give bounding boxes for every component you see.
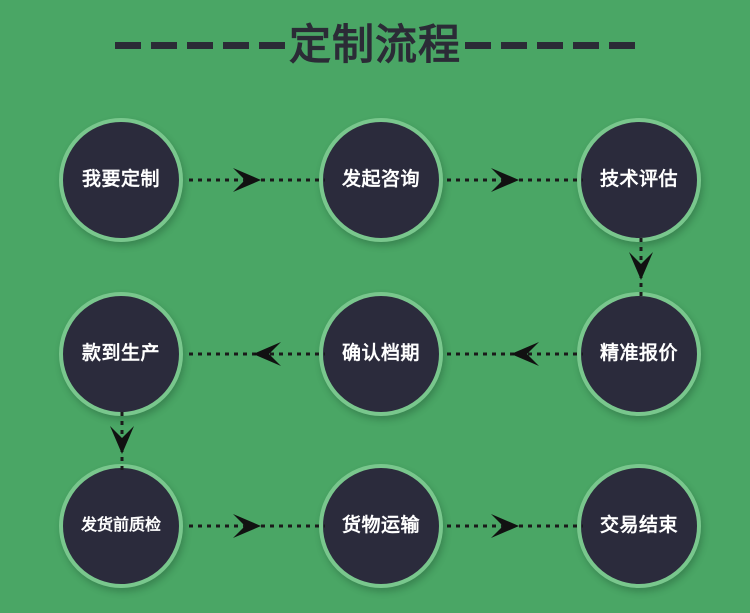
title-dash bbox=[609, 41, 635, 49]
process-flow-diagram: 我要定制 发起咨询 技术评估 款到生产 确认档期 精准报价 发货前质检 货物运输… bbox=[0, 96, 750, 613]
flow-node-step-9[interactable]: 交易结束 bbox=[577, 464, 701, 588]
connector-arrow-left-icon bbox=[447, 341, 583, 367]
title-dash bbox=[186, 41, 213, 49]
flow-node-label: 交易结束 bbox=[599, 515, 678, 537]
flow-node-step-3[interactable]: 技术评估 bbox=[577, 118, 701, 242]
connector-arrow-left-icon bbox=[189, 341, 325, 367]
flow-node-step-7[interactable]: 发货前质检 bbox=[59, 464, 183, 588]
connector-arrow-right-icon bbox=[447, 167, 583, 193]
flow-node-label: 我要定制 bbox=[81, 169, 160, 191]
title-dashes-left bbox=[114, 41, 285, 49]
flow-node-step-4[interactable]: 精准报价 bbox=[577, 292, 701, 416]
page-title-text: 定制流程 bbox=[288, 21, 461, 68]
title-dash bbox=[114, 41, 141, 49]
flow-node-step-6[interactable]: 款到生产 bbox=[59, 292, 183, 416]
connector-arrow-right-icon bbox=[189, 167, 325, 193]
flow-node-step-8[interactable]: 货物运输 bbox=[319, 464, 443, 588]
flow-node-label: 发起咨询 bbox=[341, 169, 420, 191]
connector-arrow-down-icon bbox=[628, 238, 654, 300]
flow-node-step-2[interactable]: 发起咨询 bbox=[319, 118, 443, 242]
flow-node-label: 精准报价 bbox=[599, 343, 678, 365]
title-dash bbox=[222, 41, 249, 49]
title-dash bbox=[573, 41, 599, 49]
flow-node-label: 发货前质检 bbox=[80, 516, 161, 534]
flow-node-label: 确认档期 bbox=[341, 343, 420, 365]
connector-arrow-down-icon bbox=[109, 412, 135, 474]
title-dash bbox=[465, 41, 491, 49]
page-title: 定制流程 bbox=[0, 14, 750, 76]
title-dashes-right bbox=[465, 41, 635, 49]
flow-node-label: 款到生产 bbox=[81, 343, 160, 365]
connector-arrow-right-icon bbox=[189, 513, 325, 539]
title-dash bbox=[537, 41, 563, 49]
flow-node-label: 货物运输 bbox=[341, 515, 420, 537]
flow-node-label: 技术评估 bbox=[599, 169, 678, 191]
title-dash bbox=[258, 41, 285, 49]
connector-arrow-right-icon bbox=[447, 513, 583, 539]
flow-node-step-5[interactable]: 确认档期 bbox=[319, 292, 443, 416]
title-dash bbox=[150, 41, 177, 49]
flow-node-step-1[interactable]: 我要定制 bbox=[59, 118, 183, 242]
title-dash bbox=[501, 41, 527, 49]
